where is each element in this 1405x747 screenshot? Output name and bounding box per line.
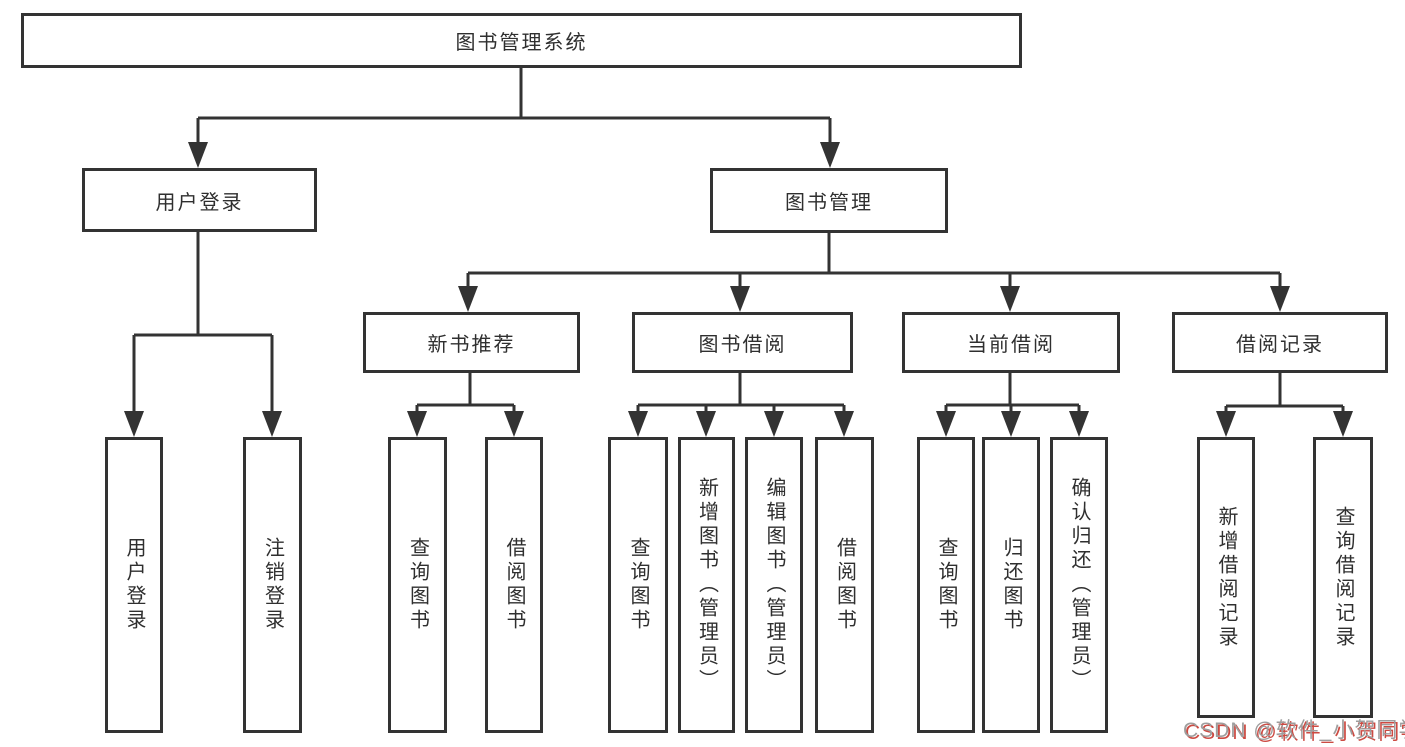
node-label: 注销登录 [261,537,284,633]
node-library-management-system: 图书管理系统 [21,13,1022,68]
node-label: 确认归还（管理员） [1068,477,1090,693]
csdn-watermark: CSDN @软件_小贺同学 [1183,719,1405,742]
node-label: 归还图书 [1000,537,1022,633]
leaf-logout: 注销登录 [243,437,302,733]
leaf-confirm-return-admin: 确认归还（管理员） [1050,437,1108,733]
leaf-borrow-books: 借阅图书 [815,437,874,733]
node-label: 当前借阅 [967,334,1055,356]
node-label: 编辑图书（管理员） [763,477,785,693]
node-book-management: 图书管理 [710,168,948,233]
leaf-query-books: 查询图书 [608,437,668,733]
leaf-query-borrow-record: 查询借阅记录 [1313,437,1373,718]
node-borrowing-records: 借阅记录 [1172,312,1388,373]
leaf-add-borrow-record: 新增借阅记录 [1197,437,1255,718]
leaf-add-books-admin: 新增图书（管理员） [678,437,735,733]
node-label: 查询图书 [935,537,957,633]
node-label: 图书管理系统 [455,32,588,54]
node-label: 新增图书（管理员） [695,477,718,693]
node-label: 查询图书 [627,537,649,633]
leaf-edit-books-admin: 编辑图书（管理员） [745,437,803,733]
node-book-borrowing: 图书借阅 [632,312,853,373]
node-label: 新增借阅记录 [1215,505,1237,650]
node-label: 查询图书 [406,537,429,633]
leaf-borrow-books: 借阅图书 [485,437,543,733]
node-label: 图书管理 [785,192,873,214]
node-label: 查询借阅记录 [1332,505,1354,650]
leaf-return-books: 归还图书 [982,437,1040,733]
node-label: 用户登录 [155,191,244,214]
node-new-book-recommendation: 新书推荐 [363,312,580,373]
node-current-borrowing: 当前借阅 [902,312,1120,373]
node-label: 借阅图书 [503,537,525,633]
leaf-user-login: 用户登录 [105,437,163,733]
node-label: 用户登录 [123,537,145,633]
node-label: 新书推荐 [427,334,516,356]
node-label: 借阅图书 [833,537,856,633]
node-label: 借阅记录 [1236,334,1324,356]
node-user-login: 用户登录 [82,168,317,232]
node-label: 图书借阅 [698,334,787,356]
leaf-query-books: 查询图书 [917,437,975,733]
leaf-query-books: 查询图书 [388,437,447,733]
